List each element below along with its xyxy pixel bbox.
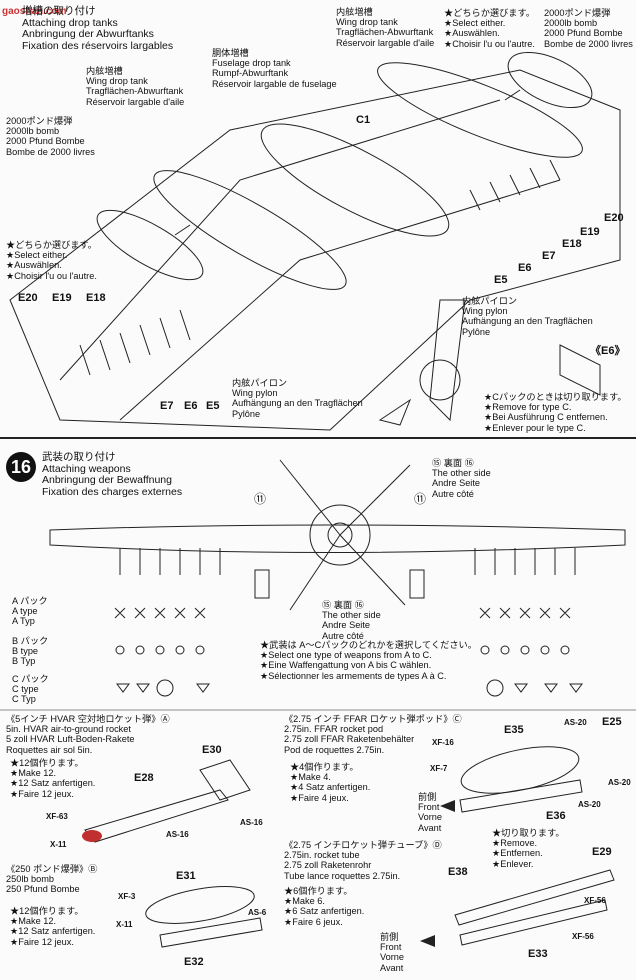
part-e29: E29 (592, 846, 612, 858)
part-as20-b: AS-20 (608, 778, 631, 787)
watermark: gaoshan.com (2, 6, 67, 17)
part-e5-right: E5 (494, 274, 508, 286)
hvar-rocket (84, 789, 229, 843)
part-e6-left: E6 (184, 400, 198, 412)
bomb-250 (145, 886, 255, 924)
make-4: ★4個作ります。★Make 4. ★4 Satz anfertigen.★Fai… (290, 762, 371, 803)
select-either-right: ★どちらか選びます。★Select either. ★Auswählen.★Ch… (444, 8, 535, 49)
part-c1: C1 (356, 114, 371, 126)
part-e31: E31 (176, 870, 196, 882)
left-wing-tank (153, 170, 347, 290)
section-divider (0, 437, 636, 439)
front-view-wing (49, 524, 626, 553)
part-e18-left: E18 (86, 292, 106, 304)
part-e25: E25 (602, 716, 622, 728)
part-xf16: XF-16 (432, 738, 454, 747)
rocket-tube (454, 869, 615, 926)
a-row-marks-left (114, 607, 206, 619)
part-e19-left: E19 (52, 292, 72, 304)
remove-note: ★切り取ります。★Remove. ★Entfernen.★Enlever. (492, 828, 565, 869)
step-number: 16 (6, 452, 36, 482)
part-e19-right: E19 (580, 226, 600, 238)
right-wing-tank (377, 62, 583, 158)
e6-detail-label: 《E6》 (590, 345, 626, 357)
part-as16-a: AS-16 (166, 830, 189, 839)
left-bomb (96, 209, 204, 281)
select-type-note: ★武装は A～Cパックのどれかを選択してください。★Select one typ… (260, 640, 477, 681)
rocket-tip (82, 830, 102, 842)
part-e36: E36 (546, 810, 566, 822)
part-e5-left: E5 (206, 400, 220, 412)
fuselage-tank (260, 123, 450, 237)
part-x11-b: X-11 (116, 920, 133, 929)
part-e38: E38 (448, 866, 468, 878)
ref-11-right: ⑪ (414, 492, 427, 506)
ffar-pod (460, 746, 580, 794)
part-xf56-b: XF-56 (572, 932, 594, 941)
part-xf63: XF-63 (46, 812, 68, 821)
part-x11-a: X-11 (50, 840, 67, 849)
part-xf3: XF-3 (118, 892, 136, 901)
part-e20-right: E20 (604, 212, 624, 224)
part-e32: E32 (184, 956, 204, 968)
make-6: ★6個作ります。★Make 6. ★6 Satz anfertigen.★Fai… (284, 886, 365, 927)
ref-11-left: ⑪ (254, 492, 267, 506)
part-e30: E30 (202, 744, 222, 756)
make-12-b: ★12個作ります。★Make 12. ★12 Satz anfertigen.★… (10, 906, 96, 947)
part-as20-c: AS-20 (578, 800, 601, 809)
make-12-a: ★12個作ります。★Make 12. ★12 Satz anfertigen.★… (10, 758, 96, 799)
part-xf7: XF-7 (430, 764, 448, 773)
part-e18-right: E18 (562, 238, 582, 250)
part-e33: E33 (528, 948, 548, 960)
part-xf56-a: XF-56 (584, 896, 606, 905)
part-e7-right: E7 (542, 250, 556, 262)
part-e6-right: E6 (518, 262, 532, 274)
select-either-left: ★どちらか選びます。★Select either. ★Auswählen.★Ch… (6, 240, 97, 281)
part-e35: E35 (504, 724, 524, 736)
part-e28: E28 (134, 772, 154, 784)
right-bomb (507, 51, 593, 109)
part-as16-b: AS-16 (240, 818, 263, 827)
part-as20-a: AS-20 (564, 718, 587, 727)
part-e20-left: E20 (18, 292, 38, 304)
wing-outline (9, 69, 621, 431)
part-as6: AS-6 (248, 908, 267, 917)
part-e7-left: E7 (160, 400, 174, 412)
remove-for-c-note: ★Cパックのときは切り取ります。★Remove for type C. ★Bei… (484, 392, 627, 433)
